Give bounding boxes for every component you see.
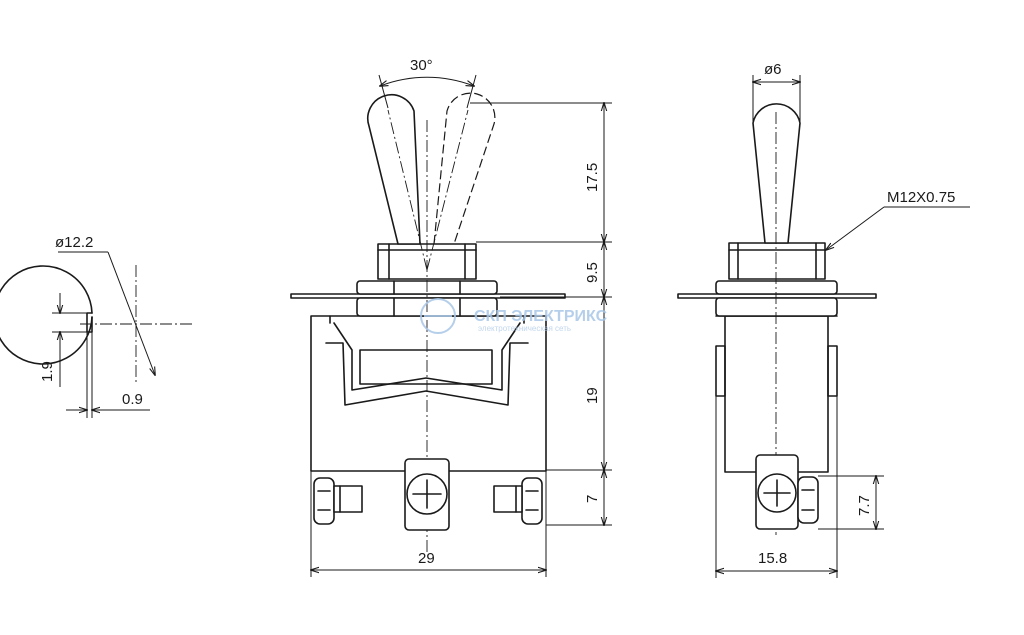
side-terminal-height-label: 7.7 [856, 495, 873, 516]
body-height-label: 19 [584, 387, 601, 404]
body-width-side-label: 15.8 [758, 550, 787, 567]
side-upper-nut [728, 242, 826, 280]
watermark-logo-icon [420, 298, 456, 334]
front-view: 30° 17.5 9.5 19 7 29 [290, 57, 612, 577]
terminal-right [493, 477, 543, 525]
bushing-section-view: ø12.2 1.9 0.9 [0, 234, 195, 418]
toggle-angle-label: 30° [410, 57, 433, 74]
side-view: ø6 M12X0.75 7.7 15.8 [677, 61, 970, 578]
body-width-front-label: 29 [418, 550, 435, 567]
watermark-tagline: электротехническая сеть [478, 324, 571, 333]
bushing-height-label: 9.5 [584, 262, 601, 283]
watermark: СКП ЭЛЕКТРИКС электротехническая сеть [420, 298, 608, 334]
side-toggle-lever [752, 103, 801, 244]
bushing-outline [0, 265, 93, 365]
thread-spec-label: M12X0.75 [887, 189, 955, 206]
lever-diameter-label: ø6 [764, 61, 782, 78]
side-body [724, 315, 829, 473]
terminal-height-label: 7 [584, 495, 601, 503]
toggle-lever-alt [433, 92, 496, 245]
terminal-center [404, 458, 450, 531]
keyway-depth-label: 0.9 [122, 391, 143, 408]
bushing-diameter-label: ø12.2 [55, 234, 93, 251]
keyway-width-label: 1.9 [39, 361, 56, 382]
toggle-lever [366, 94, 421, 245]
lever-height-label: 17.5 [584, 163, 601, 192]
switch-body [310, 315, 547, 472]
terminal-left [313, 477, 363, 525]
side-terminal [755, 454, 819, 530]
watermark-name: СКП ЭЛЕКТРИКС [474, 308, 608, 325]
